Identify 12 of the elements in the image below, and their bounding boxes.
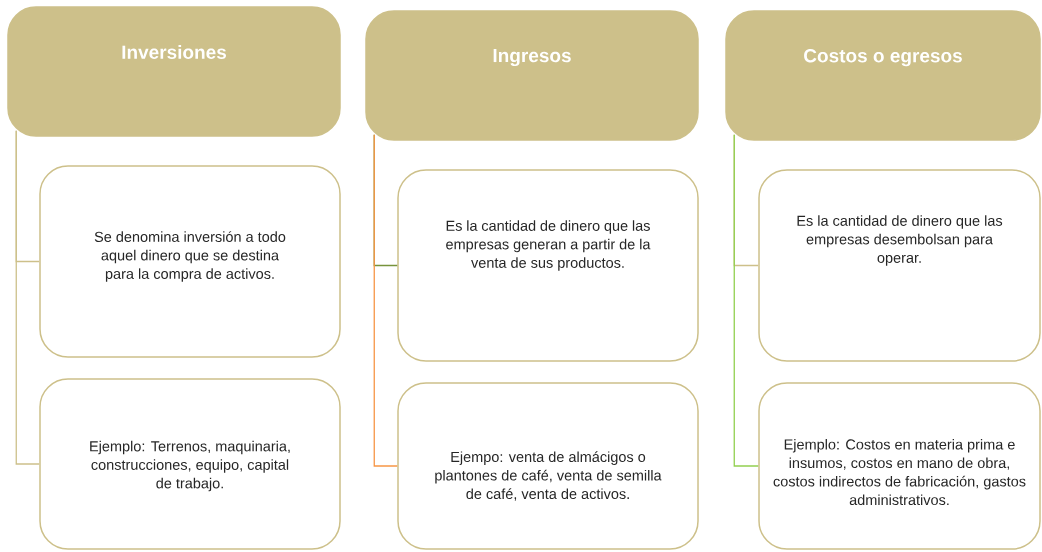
text-box: Es la cantidad de dinero que las empresas generan a partir de la venta de sus productos. (397, 169, 699, 362)
connector-line (733, 134, 759, 467)
text-box: Se denomina inversión a todo aquel dinero que se destina para la compra de activos. (39, 165, 341, 358)
text-box: Ejemplo: Costos en materia prima e insumos, costos en mano de obra, costos indirectos de fabricación, gastos administrativos. (758, 382, 1041, 550)
header-box: Ingresos (365, 10, 699, 141)
text-box: Ejempo: venta de almácigos o plantones de café, venta de semilla de café, venta de activos. (397, 382, 699, 550)
text-box: Es la cantidad de dinero que las empresas desembolsan para operar. (758, 169, 1041, 362)
connector-line (373, 134, 398, 467)
header-box: Costos o egresos (725, 10, 1041, 141)
header-box: Inversiones (7, 6, 341, 137)
connector-line (15, 130, 40, 465)
text-box: Ejemplo: Terrenos, maquinaria, construcciones, equipo, capital de trabajo. (39, 378, 341, 550)
